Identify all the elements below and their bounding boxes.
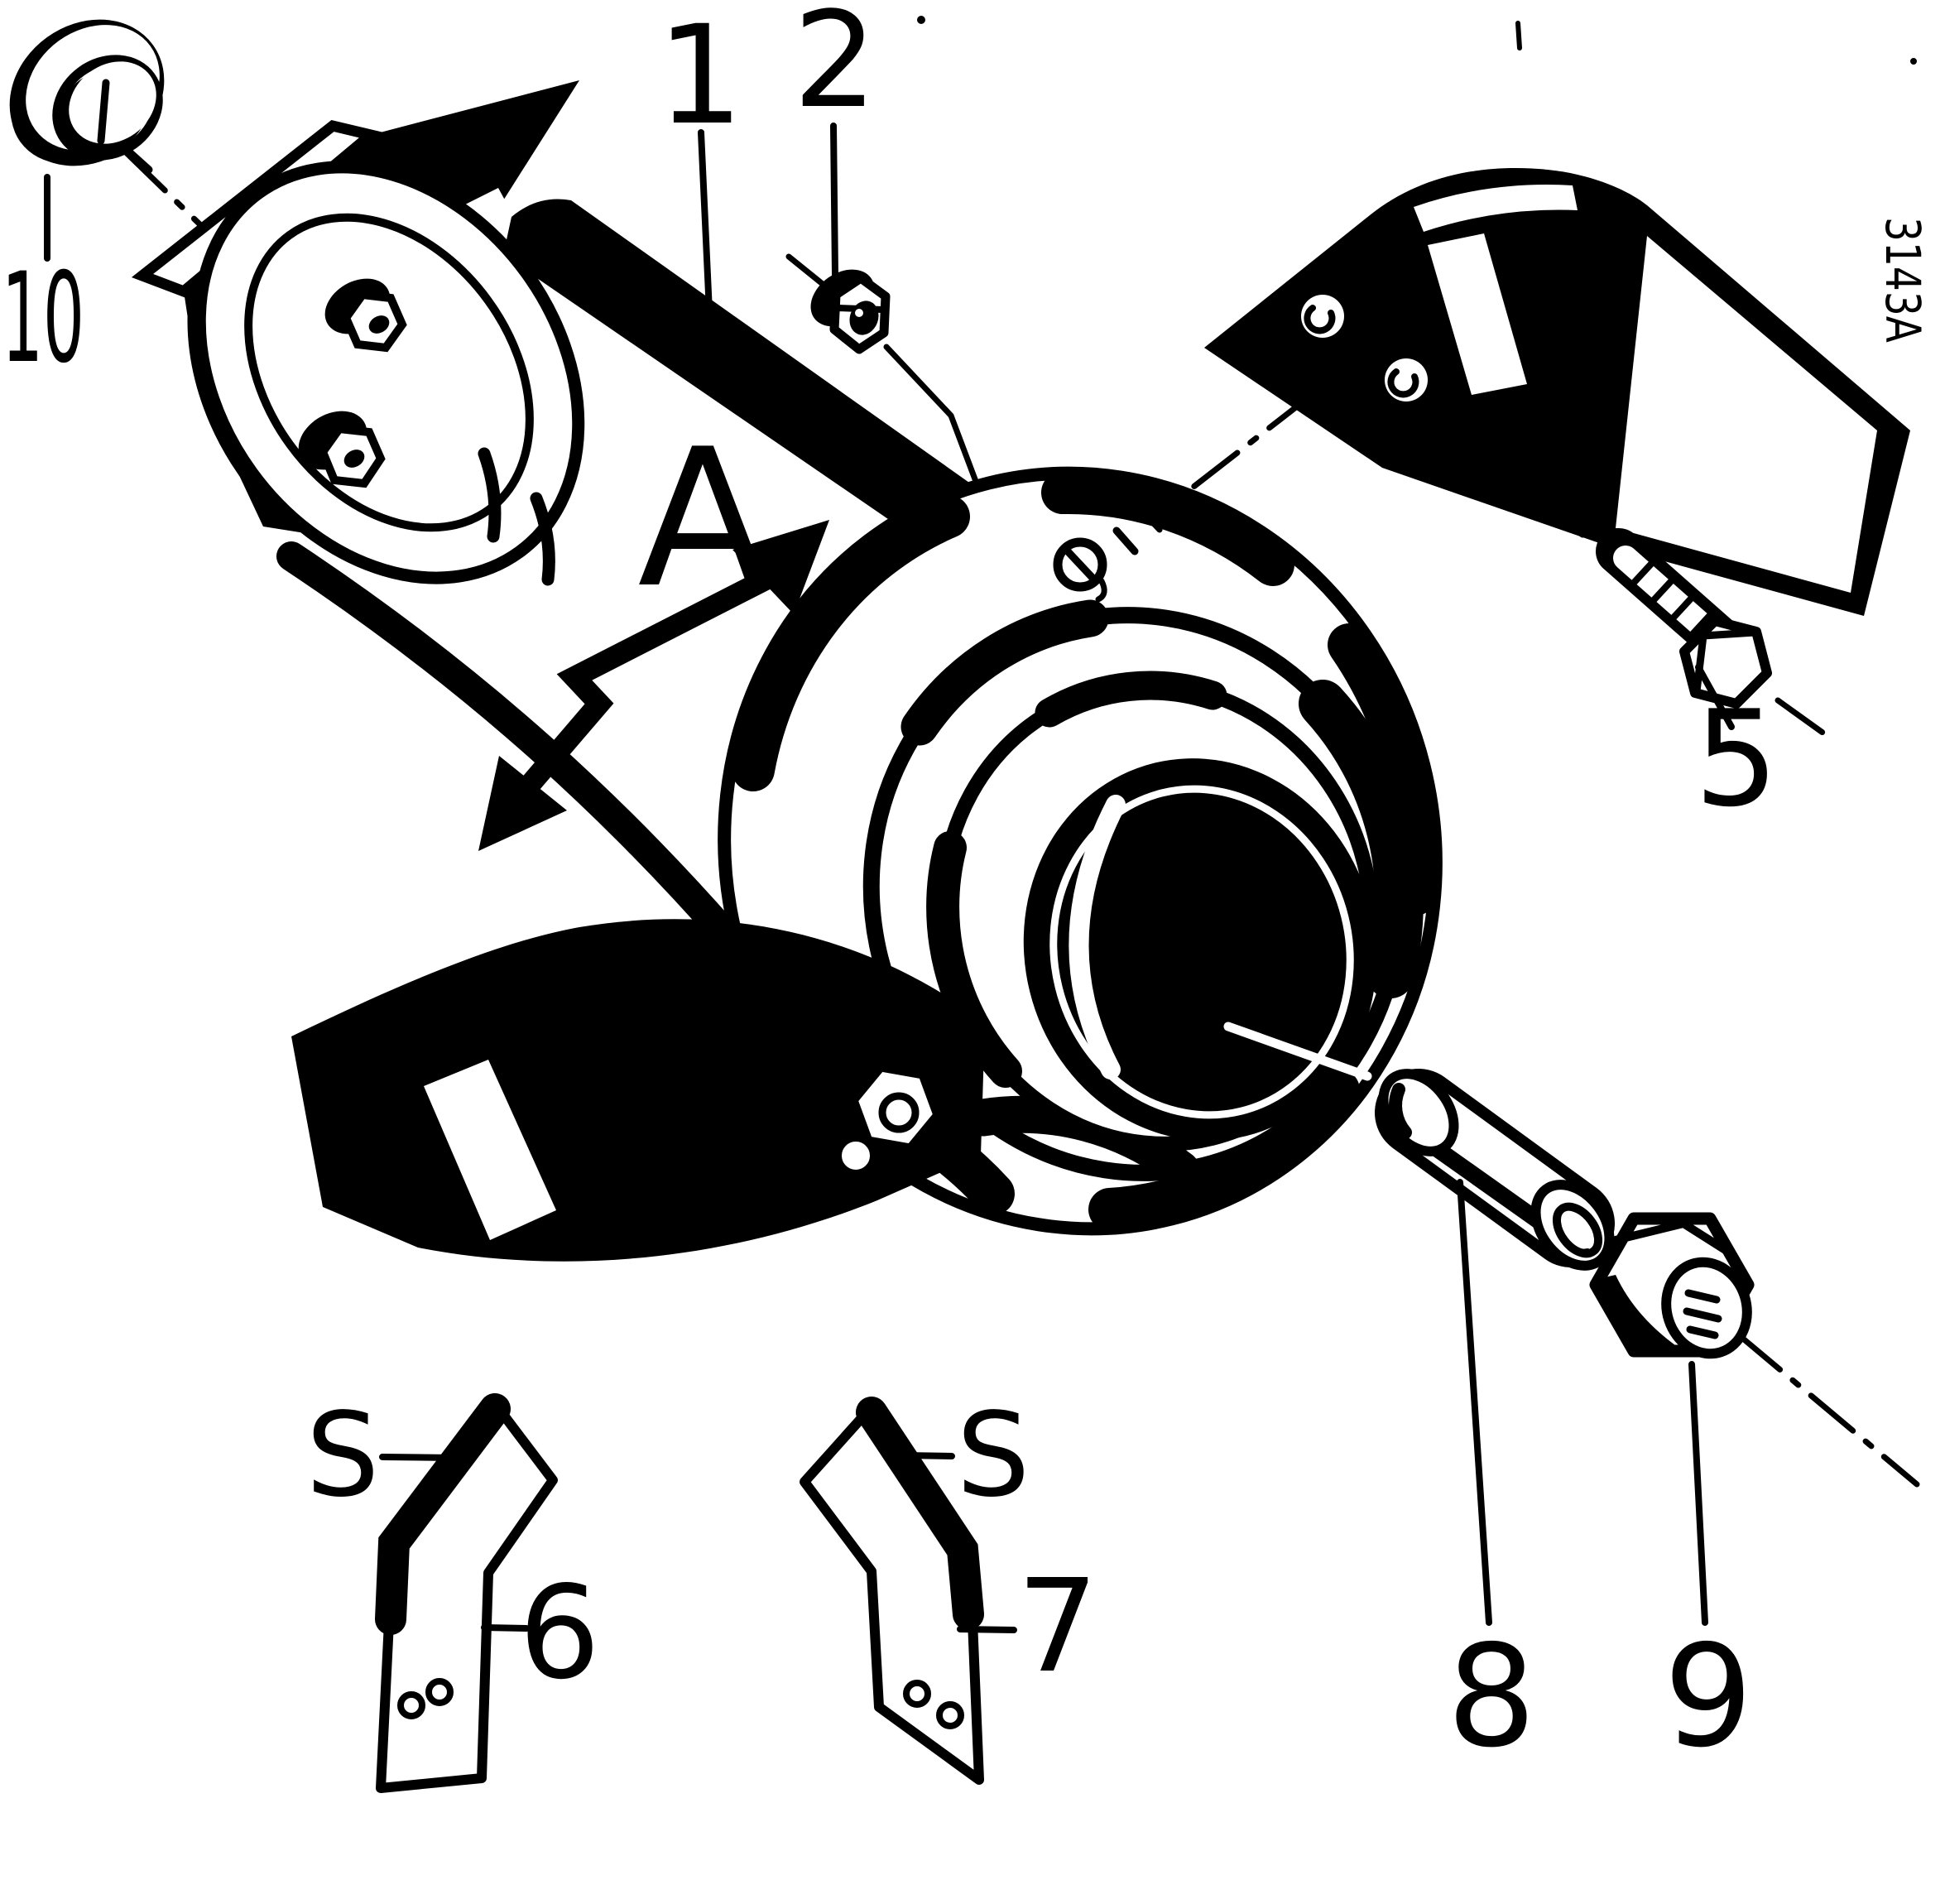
leader-line-7: [957, 1626, 1017, 1633]
blade-side-face: [1616, 236, 1877, 593]
bolt-tip-shade: [837, 1161, 870, 1179]
ring-shade: [1299, 680, 1424, 998]
tiller-blade-top-right: [1204, 168, 1910, 616]
tube-bore: [1552, 1202, 1603, 1258]
bolt-dot: [343, 450, 365, 468]
bolt-threads: [1630, 559, 1715, 638]
nut-center: [878, 1092, 920, 1133]
axis-line-bolt5-tail: [1775, 697, 1834, 742]
blade-hole: [1385, 358, 1428, 401]
ink-speck: [1515, 21, 1522, 50]
callout-7-label: 7: [1017, 1551, 1099, 1701]
slotted-screw: [1053, 512, 1163, 603]
bore-chord: [1223, 1022, 1372, 1081]
leader-line-s-left: [379, 1454, 457, 1461]
callout-2-label: 2: [793, 0, 877, 137]
flange-bolt: [298, 411, 386, 488]
leader-line-2: [830, 123, 838, 278]
spare-blade-part-7: [800, 1397, 984, 1785]
hub-mount-nut: [818, 1062, 943, 1179]
edge-marker-right-label: S: [957, 1388, 1030, 1523]
drum-flange-disc: [193, 161, 585, 584]
leader-line-s-right: [900, 1452, 955, 1459]
tube-bore-shade: [1566, 1243, 1591, 1256]
callout-9-label: 9: [1664, 1615, 1753, 1779]
ring-shade: [1088, 1069, 1360, 1231]
spare-blade-part-6: [375, 1393, 558, 1793]
ring-shade: [1041, 470, 1294, 586]
spacer-tube-part-8: [1375, 1069, 1615, 1271]
ring-shade: [900, 599, 1109, 746]
blade-hole: [425, 1678, 454, 1706]
cap-part-10: [9, 19, 165, 174]
leader-line-1: [698, 129, 713, 333]
screw-slot: [1064, 547, 1097, 582]
nut-glint: [855, 309, 863, 317]
hatch-stroke: [530, 492, 555, 586]
blade-highlight-stripe: [424, 1060, 556, 1240]
callout-5-label: 5: [1694, 681, 1779, 836]
bolt-shaft-core: [1613, 546, 1722, 645]
arrow-shaft: [519, 569, 776, 796]
leader-line-5: [1695, 664, 1735, 730]
bore-highlight: [1069, 795, 1126, 1079]
blade-hole: [397, 1691, 425, 1719]
cap-slot: [97, 79, 110, 145]
bore-inner-ring: [1049, 785, 1354, 1119]
hex-nut-part-9: [1589, 1212, 1755, 1359]
arrowhead-down-icon: [478, 756, 567, 851]
crease-stripe: [1428, 233, 1527, 395]
mounted-blade-lower-left: [291, 919, 985, 1262]
screw-dash: [1142, 512, 1163, 533]
ring-shade: [926, 831, 1022, 1088]
ridge-highlight: [1414, 185, 1578, 232]
blade-hole: [936, 1701, 964, 1729]
blade-hole: [1301, 295, 1344, 338]
blade-edge-band: [375, 1393, 511, 1635]
hex-bolt-part-5: [1596, 528, 1772, 709]
axis-elbow-nut2: [883, 344, 987, 507]
hatch-stroke: [478, 447, 502, 543]
ring-shade: [732, 495, 970, 791]
hex-nut-part-2: [810, 269, 891, 354]
axis-line-tail: [1735, 1331, 1920, 1488]
blade-hole: [903, 1680, 931, 1708]
drawing-number: 3143A: [1875, 217, 1931, 343]
screw-tail: [1095, 578, 1107, 603]
hole-ring: [1387, 368, 1419, 398]
callout-8-label: 8: [1447, 1615, 1536, 1779]
nut-facets: [1611, 1219, 1737, 1259]
nut-thread-face: [1661, 1257, 1752, 1359]
hole-ring: [1304, 305, 1336, 334]
nut-shade: [1597, 1275, 1688, 1354]
cap-slot: [120, 143, 153, 174]
flange-bolt: [324, 278, 407, 353]
nut-bore: [849, 301, 879, 335]
leader-line-9: [1688, 1361, 1708, 1626]
thread-marks: [1683, 1289, 1722, 1339]
ink-speck: [1910, 58, 1917, 65]
blade-edge-band: [856, 1397, 984, 1630]
dimension-label: A: [637, 409, 767, 630]
leader-line-8: [1457, 1179, 1492, 1626]
screw-tick: [1112, 526, 1139, 555]
callout-6-label: 6: [519, 1558, 601, 1708]
bolt-dot: [368, 315, 390, 334]
rotation-arrow: A: [478, 409, 829, 851]
edge-marker-left-label: S: [306, 1388, 380, 1523]
arrowhead-up-icon: [732, 520, 829, 614]
ring-shade: [1035, 671, 1227, 728]
callout-1-label: 1: [657, 0, 744, 155]
cup-face: [69, 61, 156, 144]
callout-10-label: 10: [2, 247, 84, 391]
tube-end-shade: [1389, 1083, 1412, 1139]
ink-speck: [917, 16, 925, 24]
